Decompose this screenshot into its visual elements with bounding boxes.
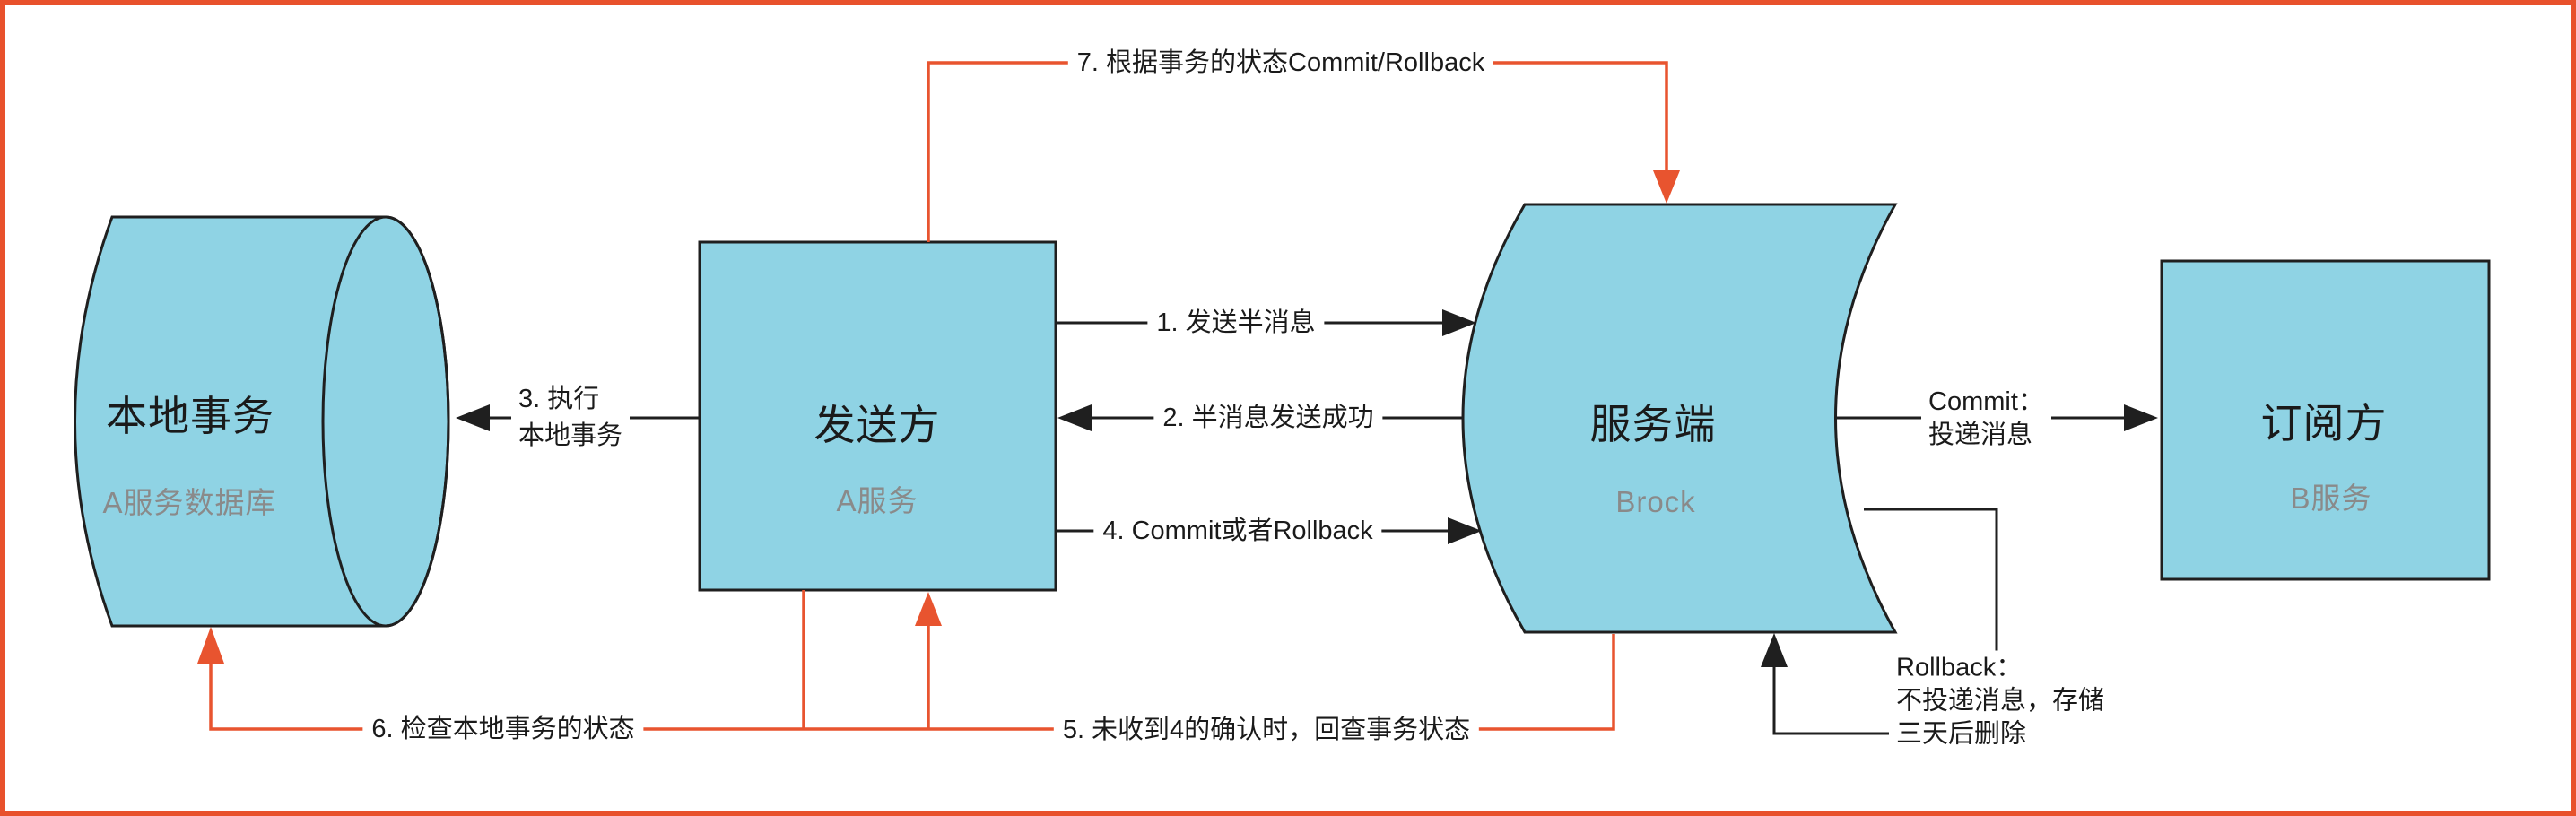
edge-commit-label-line2: 投递消息 <box>1928 421 2033 449</box>
edge-step3-arrowhead-icon <box>456 404 490 431</box>
edge-step3-label: 3. 执行 本地事务 <box>511 380 631 456</box>
edge-step4-label: 4. Commit或者Rollback <box>1093 514 1382 548</box>
edge-step3-label-line2: 本地事务 <box>518 421 623 450</box>
edge-step2-label: 2. 半消息发送成功 <box>1153 401 1383 435</box>
edge-commit-label-line1: Commit： <box>1928 387 2044 416</box>
edge-step7-arrowhead-icon <box>1653 170 1680 204</box>
edge-step6-label: 6. 检查本地事务的状态 <box>362 712 644 746</box>
edge-step1-arrowhead-icon <box>1442 309 1476 336</box>
edge-step2-arrowhead-icon <box>1057 404 1092 431</box>
edge-rollback-arrowhead-icon <box>1761 633 1788 667</box>
edge-bottom-rail-line <box>209 634 1615 731</box>
edge-step5-arrowhead-icon <box>915 592 942 626</box>
edge-step1-label: 1. 发送半消息 <box>1147 306 1325 340</box>
edge-rollback-label: Rollback： 不投递消息，存储 三天后删除 <box>1889 650 2112 752</box>
edge-rollback-label-line2: 不投递消息，存储 <box>1896 686 2105 716</box>
edge-commit-label: Commit： 投递消息 <box>1921 385 2051 453</box>
node-server-subtitle: Brock <box>1615 485 1696 518</box>
edge-rollback-line-return <box>1772 667 1895 735</box>
node-sender-title: 发送方 <box>814 402 941 448</box>
node-local-transaction-subtitle: A服务数据库 <box>102 486 276 519</box>
node-server-title: 服务端 <box>1589 401 1717 447</box>
edge-step4-arrowhead-icon <box>1448 517 1482 544</box>
cylinder-end-cap <box>321 215 450 628</box>
edge-step5-label: 5. 未收到4的确认时，回查事务状态 <box>1053 713 1480 747</box>
node-server-shape <box>1461 203 1898 634</box>
node-local-transaction-title: 本地事务 <box>106 393 274 439</box>
node-sender-shape <box>698 240 1057 592</box>
edge-rollback-label-line1: Rollback： <box>1896 653 2023 682</box>
edge-rollback-line-out <box>1864 508 1998 652</box>
edge-step3-label-line1: 3. 执行 <box>518 385 600 413</box>
node-subscriber-subtitle: B服务 <box>2290 482 2372 515</box>
edge-step7-label: 7. 根据事务的状态Commit/Rollback <box>1067 46 1494 80</box>
node-sender-subtitle: A服务 <box>836 484 918 517</box>
node-subscriber-title: 订阅方 <box>2260 400 2388 447</box>
edge-step6-arrowhead-icon <box>197 627 224 664</box>
edge-commit-arrowhead-icon <box>2124 404 2158 431</box>
edge-rollback-label-line3: 三天后删除 <box>1896 719 2027 749</box>
node-subscriber-shape <box>2160 259 2491 581</box>
